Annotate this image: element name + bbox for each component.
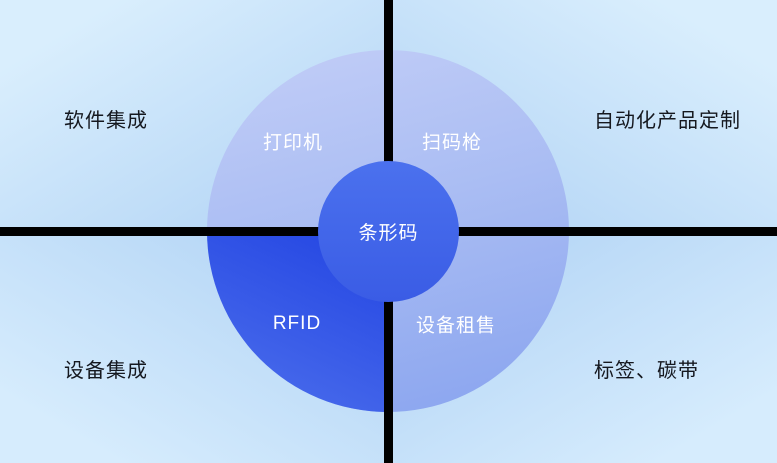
segment-label-scanner: 扫码枪 [421, 132, 483, 154]
corner-label-automation-customization: 自动化产品定制 [594, 110, 741, 132]
center-label: 条形码 [358, 223, 419, 244]
center-circle: 条形码 [318, 161, 459, 302]
corner-label-labels-ribbons: 标签、碳带 [594, 360, 699, 382]
segment-label-equipment-rental: 设备租售 [415, 315, 497, 337]
corner-label-equipment-integration: 设备集成 [64, 360, 148, 382]
segment-label-printer: 打印机 [262, 132, 324, 154]
segment-label-rfid: RFID [272, 313, 322, 334]
corner-label-software-integration: 软件集成 [64, 110, 148, 132]
